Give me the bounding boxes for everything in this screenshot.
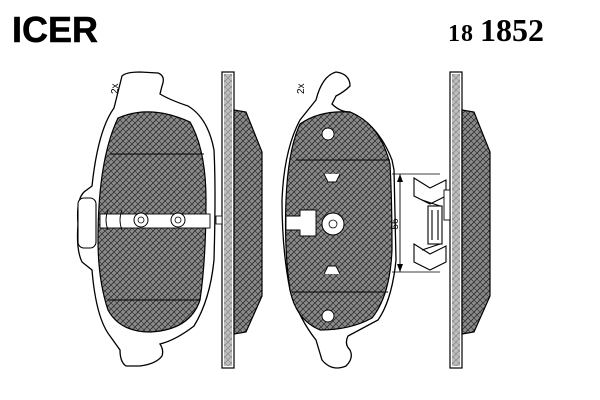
part-number-prefix: 18	[448, 21, 474, 47]
icer-logo: ICER	[12, 10, 99, 48]
left-pad-clip	[77, 197, 97, 249]
right-pad-front-view	[281, 71, 397, 369]
dimension-label: 56	[390, 218, 401, 230]
left-pad-quantity: 2x	[110, 83, 121, 94]
dimension-56	[392, 173, 440, 273]
left-pad-side-view	[215, 71, 263, 369]
left-pad-hole-1	[133, 212, 149, 228]
spring-clip	[413, 177, 447, 271]
right-pad-quantity: 2x	[296, 83, 307, 94]
part-number-main: 1852	[480, 12, 544, 48]
left-pad-hole-2	[170, 212, 186, 228]
right-pad-centre-hole	[321, 212, 345, 236]
left-pad-front-view	[76, 71, 216, 367]
right-pad-side-view	[443, 71, 491, 369]
svg-text:ICER: ICER	[12, 10, 98, 48]
